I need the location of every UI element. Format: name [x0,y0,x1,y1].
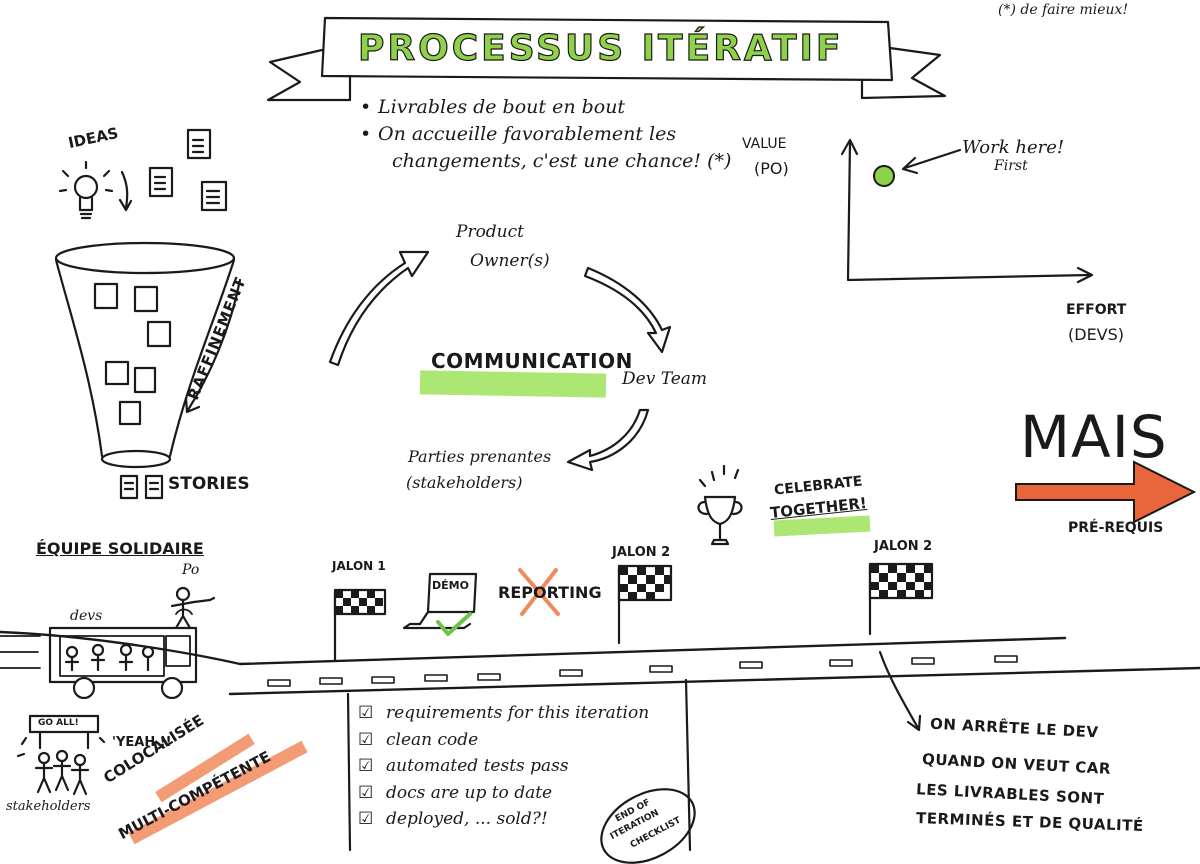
yeah-label: 'YEAH !! [112,735,172,750]
checklist-item: docs are up to date [358,780,649,807]
mais-arrow-icon [1015,460,1197,524]
iteration-checklist: requirements for this iteration clean co… [358,700,649,833]
communication-label: COMMUNICATION [431,349,633,373]
work-here-note-2: First [994,158,1028,174]
checklist-item: requirements for this iteration [358,700,649,727]
value-effort-axes [840,138,1094,284]
story-cards [119,474,164,500]
milestone-1-label: JALON 1 [332,559,386,573]
refinement-arrow [184,278,242,414]
po-figure [170,586,216,630]
dev-team-label: Dev Team [622,369,708,389]
stakeholders-caption: stakeholders [6,799,91,814]
reporting-label: REPORTING [498,583,602,602]
product-owner-label-1: Product [456,222,524,242]
go-sign-label: GO ALL! [38,718,79,728]
trophy-icon [697,464,743,546]
product-owner-label-2: Owner(s) [470,251,550,271]
mais-label: MAIS [1020,403,1168,471]
stakeholders-label-2: (stakeholders) [406,473,523,492]
title-ribbon [266,16,947,102]
checklist-frame [346,678,692,852]
bullet-item: On accueille favorablement les [360,121,731,148]
bullet-item: changements, c'est une chance! (*) [392,150,732,172]
po-label: Po [182,562,200,578]
stories-label: STORIES [168,474,250,494]
check-icon [436,612,472,636]
value-axis-label-2: (PO) [754,159,789,178]
page-title: PROCESSUS ITÉRATIF [357,27,844,69]
lightbulb-icon [58,160,114,220]
stop-note-arrow [878,650,922,732]
footnote: (*) de faire mieux! [998,2,1129,18]
work-here-note-1: Work here! [962,137,1065,158]
team-title: ÉQUIPE SOLIDAIRE [36,539,204,558]
down-arrow-icon [118,170,133,212]
cycle-arrows [328,250,672,472]
checkered-patterns [335,564,932,614]
prerequisites-label: PRÉ-REQUIS [1068,520,1164,536]
devs-label: devs [70,608,103,624]
milestone-3-label: JALON 2 [874,539,933,554]
funnel-icon [54,241,236,469]
value-point [873,165,895,187]
milestone-2-label: JALON 2 [612,545,671,560]
stakeholders-label-1: Parties prenantes [408,447,552,466]
idea-cards [148,128,228,212]
intro-bullets: Livrables de bout en bout On accueille f… [360,94,731,175]
effort-axis-label-1: EFFORT [1066,302,1127,318]
demo-laptop-icon [402,572,478,630]
road [0,630,1200,696]
colored-marks [436,165,1197,636]
communication-highlight [419,370,607,398]
stakeholders-figures [16,714,106,796]
effort-axis-label-2: (DEVS) [1068,325,1125,344]
checklist-item: deployed, ... sold?! [358,806,649,833]
bullet-item: Livrables de bout en bout [360,94,731,121]
checklist-item: clean code [358,727,649,754]
cross-icon [518,568,560,616]
demo-label: DÉMO [432,579,469,592]
value-axis-label-1: VALUE [742,136,787,152]
checklist-item: automated tests pass [358,753,649,780]
